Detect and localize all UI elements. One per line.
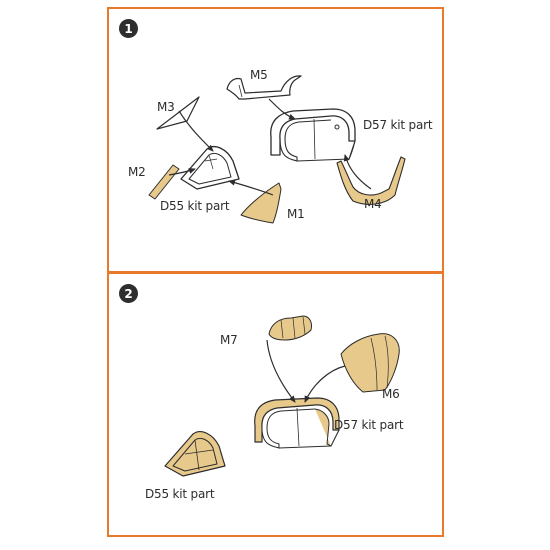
arrow-m3-to-d55	[178, 110, 214, 152]
step-2-diagram	[164, 315, 400, 477]
step-1-badge: 1	[119, 19, 138, 38]
label-d57-kit-part: D57 kit part	[363, 118, 433, 132]
label-d57-kit-part: D57 kit part	[334, 418, 404, 432]
arrow-m2-to-d55	[168, 168, 196, 176]
d55-windscreen-step2	[164, 431, 226, 477]
label-m7: M7	[220, 333, 238, 347]
d55-windscreen-step1	[180, 146, 240, 190]
m2-mask-part	[148, 164, 180, 200]
label-d55-kit-part: D55 kit part	[145, 487, 215, 501]
label-m6: M6	[382, 387, 400, 401]
arrow-m4-to-d57	[343, 154, 372, 190]
label-d55-kit-part: D55 kit part	[160, 199, 230, 213]
d57-canopy-step1	[270, 108, 356, 162]
m1-mask-part	[240, 182, 282, 224]
arrow-m1-to-d55	[228, 179, 274, 196]
label-m5: M5	[250, 68, 268, 82]
m6-mask-part	[340, 333, 400, 393]
arrow-m5-to-d57	[268, 98, 296, 120]
m3-mask-part	[156, 96, 200, 130]
label-m1: M1	[287, 207, 305, 221]
m5-mask-part	[226, 75, 302, 100]
step-1-diagram	[148, 75, 406, 224]
label-m4: M4	[364, 197, 382, 211]
step-2-panel: 2	[107, 272, 444, 537]
step-1-panel: 1	[107, 7, 444, 273]
step-2-badge: 2	[119, 284, 138, 303]
d57-canopy-step2	[254, 397, 340, 449]
label-m3: M3	[157, 100, 175, 114]
m4-mask-part	[336, 156, 406, 205]
arrow-m7-to-d57	[266, 339, 296, 403]
arrow-m6-to-d57	[304, 365, 346, 403]
label-m2: M2	[128, 165, 146, 179]
m7-mask-part	[268, 315, 312, 341]
